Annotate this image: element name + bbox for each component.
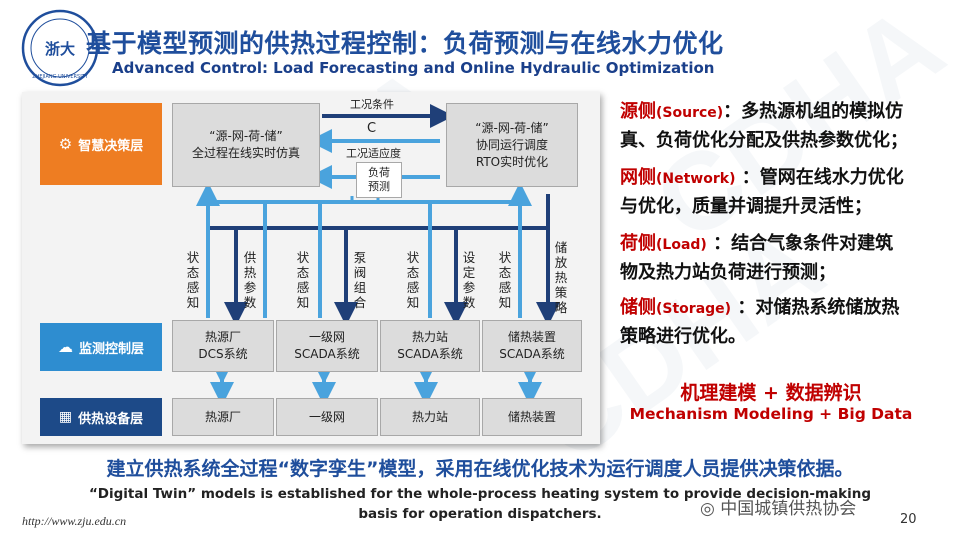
equip-box-heat-station: 热力站 [380, 398, 480, 436]
source-key: 源侧 [620, 101, 656, 122]
monitor-box-primary-network: 一级网 SCADA系统 [276, 320, 378, 372]
network-text1: ：管网在线水力优化 [735, 167, 904, 188]
network-key-en: (Network) [656, 171, 736, 187]
footer-en-line1: “Digital Twin” models is established for… [88, 486, 872, 502]
monitor-box-line2: SCADA系统 [397, 347, 463, 361]
mechanism-en: Mechanism Modeling + Big Data [629, 405, 913, 423]
footer-en-line2: basis for operation dispatchers. [358, 506, 602, 522]
sim-line1: “源-网-荷-储” [209, 129, 283, 143]
layer-monitor-label: 监测控制层 [78, 341, 144, 357]
source-key-en: (Source) [656, 105, 724, 121]
layer-equipment-label: 供热设备层 [78, 411, 144, 427]
storage-side-item: 储侧(Storage) ：对储热系统储放热 策略进行优化。 [620, 294, 950, 351]
wechat-name: 中国城镇供热协会 [720, 499, 857, 519]
load-side-item: 荷侧(Load) ：结合气象条件对建筑 物及热力站负荷进行预测； [620, 230, 950, 287]
network-text2: 与优化，质量并调提升灵活性； [620, 196, 872, 217]
vlabel-status-2: 状态感知 [296, 250, 310, 310]
footer-cn: 建立供热系统全过程“数字孪生”模型，采用在线优化技术为运行调度人员提供决策依据。 [106, 458, 854, 480]
vlabel-status-4: 状态感知 [498, 250, 512, 310]
layer-equipment: ▦ 供热设备层 [40, 398, 162, 436]
conditions-label: 工况条件 [350, 98, 394, 111]
rto-line2: 协同运行调度 [475, 137, 548, 152]
monitor-box-line1: 热力站 [411, 330, 448, 344]
monitor-box-line2: SCADA系统 [294, 347, 360, 361]
wechat-icon: ◎ [700, 499, 715, 519]
load-key-en: (Load) [656, 237, 707, 253]
load-forecast-box: 负荷 预测 [356, 162, 402, 198]
monitor-box-line1: 储热装置 [507, 330, 556, 344]
network-key: 网侧 [620, 167, 656, 188]
cloud-icon: ☁ [57, 338, 73, 356]
monitor-box-line2: SCADA系统 [499, 347, 565, 361]
vlabel-status-3: 状态感知 [406, 250, 420, 310]
storage-text1: ：对储热系统储放热 [731, 297, 900, 318]
monitor-box-storage: 储热装置 SCADA系统 [482, 320, 582, 372]
monitor-box-heat-source: 热源厂 DCS系统 [172, 320, 274, 372]
wechat-watermark: ◎ 中国城镇供热协会 [700, 494, 856, 519]
rto-optimization-box: “源-网-荷-储” 协同运行调度 RTO实时优化 [446, 103, 578, 187]
vlabel-pump-valve: 泵阀组合 [353, 250, 367, 310]
monitor-box-line2: DCS系统 [198, 347, 248, 361]
rto-line1: “源-网-荷-储” [475, 120, 549, 135]
footer-url[interactable]: http://www.zju.edu.cn [22, 514, 127, 528]
rto-line3: RTO实时优化 [475, 154, 549, 169]
storage-key-en: (Storage) [656, 301, 732, 317]
vlabel-status-1: 状态感知 [186, 250, 200, 310]
storage-text2: 策略进行优化。 [620, 326, 746, 347]
page-subtitle: Advanced Control: Load Forecasting and O… [112, 59, 715, 77]
load-key: 荷侧 [620, 233, 656, 254]
load-text2: 物及热力站负荷进行预测； [620, 262, 836, 283]
monitor-box-line1: 热源厂 [204, 330, 241, 344]
layer-smart-decision: ⚙ 智慧决策层 [40, 103, 162, 185]
forecast-line2: 预测 [368, 180, 390, 193]
equip-box-storage: 储热装置 [482, 398, 582, 436]
brain-icon: ⚙ [58, 135, 73, 153]
sim-line2: 全过程在线实时仿真 [191, 146, 300, 160]
vlabel-storage-strategy: 储放热策略 [554, 240, 568, 315]
equip-box-heat-source: 热源厂 [172, 398, 274, 436]
logo-text: ZHEJIANG UNIVERSITY [32, 74, 89, 80]
monitor-box-line1: 一级网 [308, 330, 345, 344]
network-side-item: 网侧(Network) ：管网在线水力优化 与优化，质量并调提升灵活性； [620, 164, 950, 221]
layer-monitor-control: ☁ 监测控制层 [40, 323, 162, 371]
page-number: 20 [900, 512, 917, 527]
source-side-item: 源侧(Source)：多热源机组的模拟仿 真、负荷优化分配及供热参数优化； [620, 98, 950, 155]
adaptation-label: 工况适应度 [346, 147, 401, 160]
vlabel-setpoints: 设定参数 [462, 250, 476, 310]
c-label: C [367, 121, 377, 136]
equip-box-primary-network: 一级网 [276, 398, 378, 436]
page-title: 基于模型预测的供热过程控制：负荷预测与在线水力优化 [86, 29, 724, 58]
load-text1: ：结合气象条件对建筑 [706, 233, 894, 254]
layer-smart-label: 智慧决策层 [78, 138, 144, 154]
factory-icon: ▦ [58, 409, 73, 425]
diagram-arrows [196, 104, 560, 406]
mechanism-cn: 机理建模 + 数据辨识 [680, 382, 862, 404]
source-text2: 真、负荷优化分配及供热参数优化； [620, 130, 908, 151]
monitor-box-heat-station: 热力站 SCADA系统 [380, 320, 480, 372]
svg-text:浙大: 浙大 [45, 40, 75, 58]
forecast-line1: 负荷 [368, 166, 390, 179]
storage-key: 储侧 [620, 297, 656, 318]
footer-en: “Digital Twin” models is established for… [30, 484, 930, 524]
university-logo: 浙大 ZHEJIANG UNIVERSITY [21, 9, 99, 87]
realtime-simulation-box: “源-网-荷-储” 全过程在线实时仿真 [172, 103, 320, 187]
vlabel-supply-params: 供热参数 [243, 250, 257, 310]
source-text1: ：多热源机组的模拟仿 [723, 101, 904, 122]
